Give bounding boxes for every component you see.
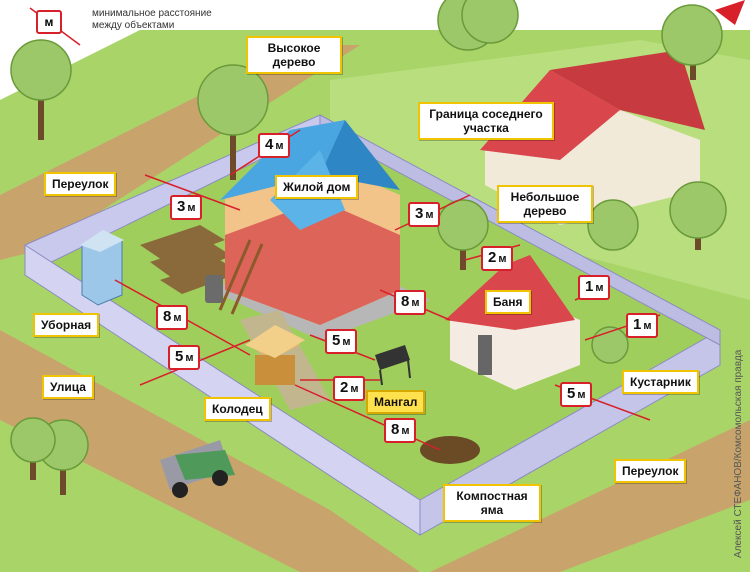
distance-value: 1 <box>585 278 594 295</box>
distance-unit: м <box>275 140 284 152</box>
distance-unit: м <box>425 209 434 221</box>
legend-description: минимальное расстояние между объектами <box>92 8 212 31</box>
distance-value: 8 <box>401 293 410 310</box>
well-structure <box>245 325 305 385</box>
distance-value: 5 <box>567 385 576 402</box>
distance-unit: м <box>342 336 351 348</box>
ladder <box>218 239 264 315</box>
label-well: Колодец <box>204 397 271 421</box>
distance-unit: м <box>401 425 410 437</box>
label-street: Улица <box>42 375 94 399</box>
distance-unit: м <box>185 352 194 364</box>
water-barrel <box>205 275 223 303</box>
credit-text: Алексей СТЕФАНОВ/Комсомольская правда <box>733 349 744 558</box>
legend-badge: м <box>36 10 62 34</box>
distance-value: 5 <box>175 348 184 365</box>
label-small-tree: Небольшое дерево <box>497 185 593 223</box>
distance-value: 3 <box>177 198 186 215</box>
label-house: Жилой дом <box>275 175 359 199</box>
compost-pit-shape <box>420 436 480 464</box>
label-tall-tree: Высокое дерево <box>246 36 342 74</box>
lane-road-bottom <box>430 420 750 572</box>
lane-road-top <box>0 45 360 260</box>
label-neighbor-border: Граница соседнего участка <box>418 102 554 140</box>
distance-value: 2 <box>340 379 349 396</box>
garden-beds <box>140 225 240 294</box>
grill-structure <box>375 345 411 386</box>
distance-value: 1 <box>633 316 642 333</box>
label-grill: Мангал <box>366 390 426 414</box>
distance-value: 4 <box>265 136 274 153</box>
label-compost: Компостная яма <box>443 484 541 522</box>
label-toilet: Уборная <box>33 313 100 337</box>
distance-value: 3 <box>415 205 424 222</box>
distance-unit: м <box>595 282 604 294</box>
distance-value: 5 <box>332 332 341 349</box>
trees <box>10 0 727 495</box>
distance-unit: м <box>498 253 507 265</box>
label-bathhouse: Баня <box>485 290 531 314</box>
label-lane-bottom: Переулок <box>614 459 687 483</box>
label-shrub: Кустарник <box>622 370 699 394</box>
distance-unit: м <box>173 312 182 324</box>
main-house <box>220 120 400 325</box>
distance-unit: м <box>187 202 196 214</box>
distance-unit: м <box>577 389 586 401</box>
distance-value: 8 <box>391 421 400 438</box>
distance-value: 8 <box>163 308 172 325</box>
outhouse <box>80 230 124 306</box>
distance-value: 2 <box>488 249 497 266</box>
truck <box>160 440 235 498</box>
distance-unit: м <box>350 383 359 395</box>
label-lane-top: Переулок <box>44 172 117 196</box>
distance-unit: м <box>411 297 420 309</box>
distance-unit: м <box>643 320 652 332</box>
corner-logo <box>715 0 745 25</box>
